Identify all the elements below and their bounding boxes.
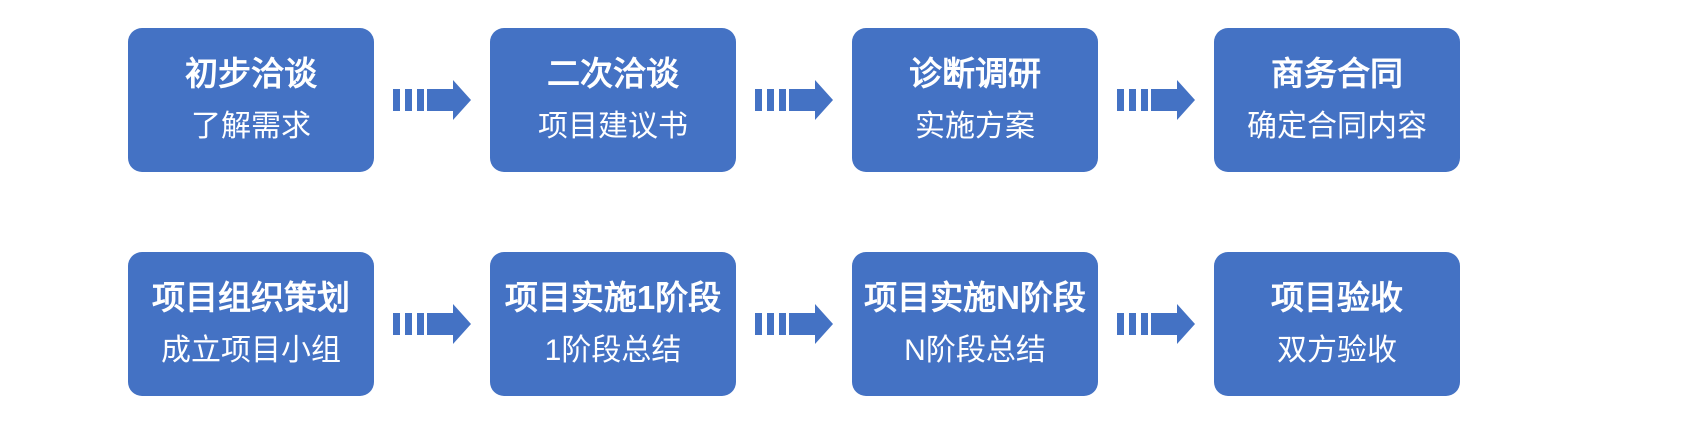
step-box: 初步洽谈 了解需求 bbox=[128, 28, 374, 172]
step-title: 商务合同 bbox=[1271, 55, 1403, 93]
step-box: 项目实施N阶段 N阶段总结 bbox=[852, 252, 1098, 396]
striped-right-arrow-icon bbox=[755, 80, 833, 120]
step-title: 项目验收 bbox=[1271, 279, 1403, 317]
step-title: 诊断调研 bbox=[909, 55, 1041, 93]
step-subtitle: 1阶段总结 bbox=[544, 334, 682, 368]
striped-right-arrow-icon bbox=[1117, 80, 1195, 120]
striped-right-arrow-icon bbox=[393, 80, 471, 120]
step-title: 初步洽谈 bbox=[185, 55, 317, 93]
step-subtitle: 确定合同内容 bbox=[1247, 110, 1427, 144]
flow-row-2: 项目组织策划 成立项目小组 项目实施1阶段 1阶段总结 项目实施N阶段 N阶段总… bbox=[128, 252, 1460, 396]
step-subtitle: 成立项目小组 bbox=[161, 334, 341, 368]
step-subtitle: N阶段总结 bbox=[904, 334, 1046, 368]
step-box: 项目验收 双方验收 bbox=[1214, 252, 1460, 396]
step-subtitle: 项目建议书 bbox=[538, 110, 688, 144]
striped-right-arrow-icon bbox=[755, 304, 833, 344]
step-box: 二次洽谈 项目建议书 bbox=[490, 28, 736, 172]
step-box: 诊断调研 实施方案 bbox=[852, 28, 1098, 172]
striped-right-arrow-icon bbox=[393, 304, 471, 344]
step-subtitle: 实施方案 bbox=[915, 110, 1035, 144]
flow-row-1: 初步洽谈 了解需求 二次洽谈 项目建议书 诊断调研 实施方案 bbox=[128, 28, 1460, 172]
step-box: 项目实施1阶段 1阶段总结 bbox=[490, 252, 736, 396]
step-title: 二次洽谈 bbox=[547, 55, 679, 93]
step-box: 项目组织策划 成立项目小组 bbox=[128, 252, 374, 396]
step-subtitle: 双方验收 bbox=[1277, 334, 1397, 368]
step-subtitle: 了解需求 bbox=[191, 110, 311, 144]
striped-right-arrow-icon bbox=[1117, 304, 1195, 344]
step-box: 商务合同 确定合同内容 bbox=[1214, 28, 1460, 172]
step-title: 项目实施N阶段 bbox=[864, 279, 1086, 317]
step-title: 项目组织策划 bbox=[152, 279, 350, 317]
step-title: 项目实施1阶段 bbox=[504, 279, 722, 317]
